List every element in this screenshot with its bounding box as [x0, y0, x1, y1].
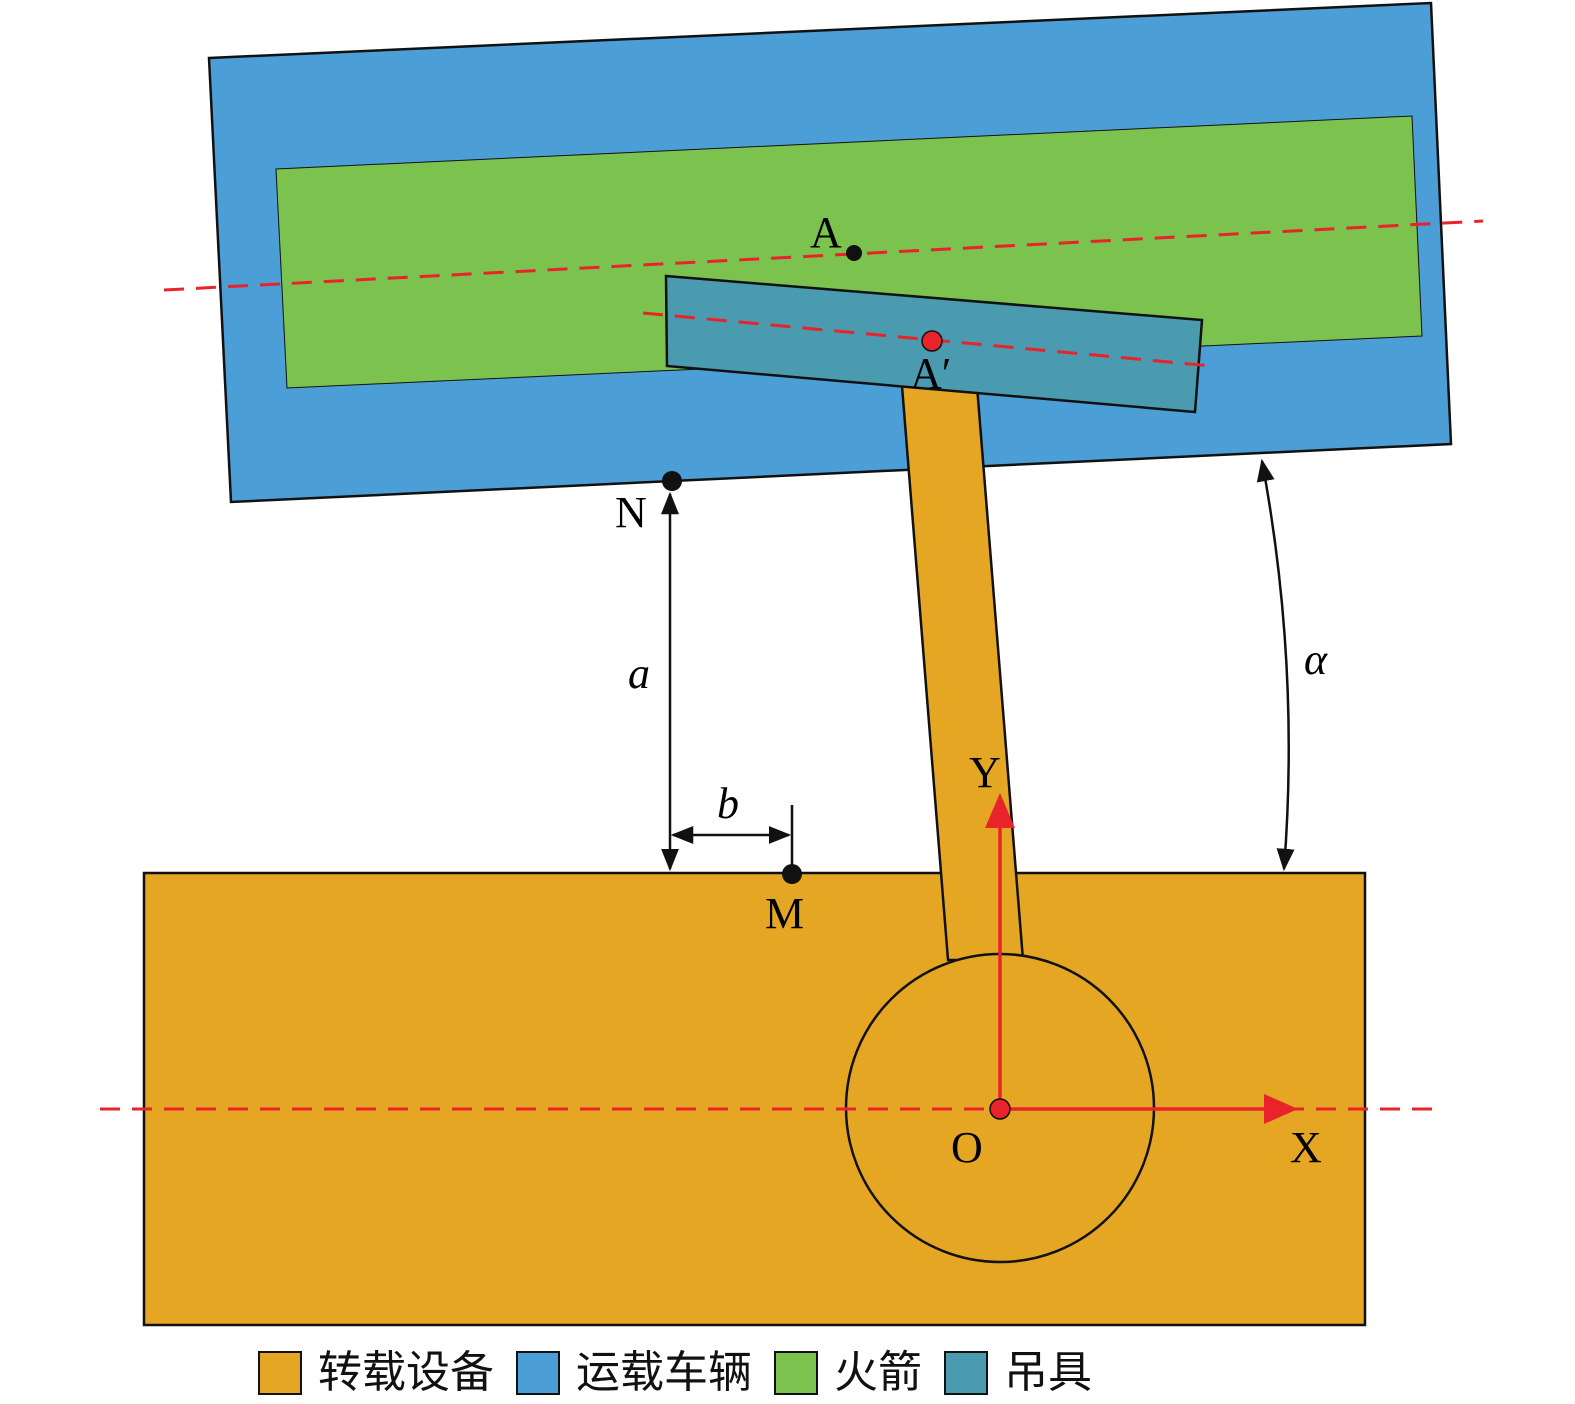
label-dimension-a: a: [628, 649, 650, 698]
point-a-prime-dot: [921, 330, 943, 352]
point-m-dot: [782, 864, 802, 884]
angle-alpha-arc: [1256, 458, 1295, 872]
legend-item-transfer-equipment: 转载设备: [258, 1346, 494, 1400]
legend-label: 转载设备: [318, 1347, 494, 1398]
label-x-axis: X: [1290, 1123, 1322, 1172]
label-point-a: A: [810, 208, 842, 257]
label-point-o: O: [951, 1123, 983, 1172]
label-angle-alpha: α: [1304, 635, 1328, 684]
square-swatch-icon: [258, 1351, 302, 1395]
legend-item-carrier-vehicle: 运载车辆: [516, 1346, 752, 1400]
legend-item-rocket: 火箭: [774, 1346, 922, 1400]
label-y-axis: Y: [969, 748, 1001, 797]
label-point-a-prime: A′: [910, 349, 951, 398]
x-axis-arrowhead: [1264, 1094, 1298, 1124]
label-point-n: N: [615, 488, 647, 537]
legend-label: 运载车辆: [576, 1347, 752, 1398]
transfer-equipment-body: [142, 871, 1367, 1327]
legend: 转载设备 运载车辆 火箭 吊具: [258, 1346, 1114, 1400]
square-swatch-icon: [774, 1351, 818, 1395]
rocket-axis-dashed-line: [163, 219, 1484, 292]
y-axis-arrowhead: [985, 793, 1015, 828]
point-n-dot: [662, 471, 682, 491]
point-o-dot: [989, 1098, 1011, 1120]
legend-label: 火箭: [834, 1347, 922, 1398]
square-swatch-icon: [944, 1351, 988, 1395]
legend-item-spreader: 吊具: [944, 1346, 1092, 1400]
point-a-dot: [846, 245, 862, 261]
label-point-m: M: [765, 889, 804, 938]
square-swatch-icon: [516, 1351, 560, 1395]
label-dimension-b: b: [717, 779, 739, 828]
legend-label: 吊具: [1004, 1347, 1092, 1398]
